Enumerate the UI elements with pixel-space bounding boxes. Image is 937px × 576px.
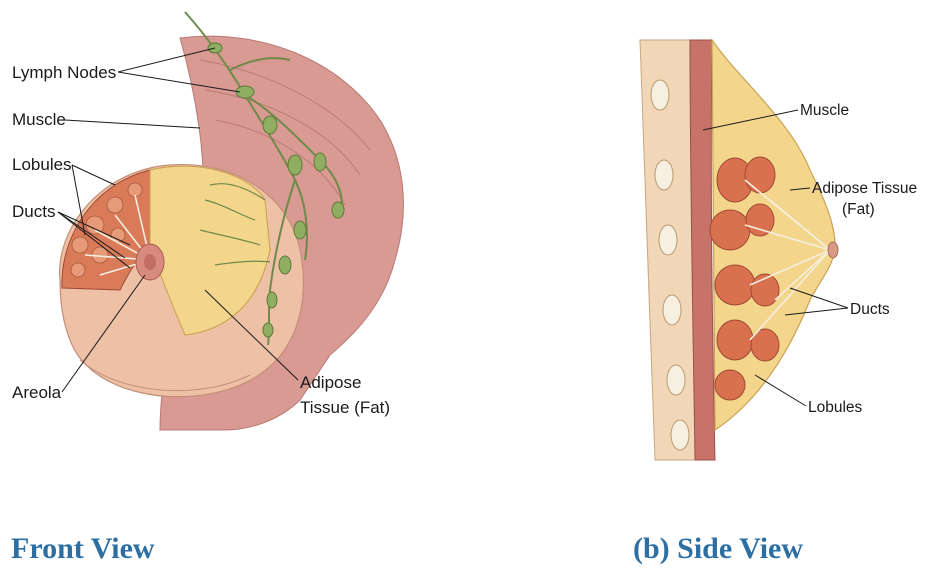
- side-muscle: [690, 40, 715, 460]
- front-label-lymph-nodes: Lymph Nodes: [12, 63, 116, 82]
- side-label-muscle: Muscle: [800, 102, 849, 119]
- front-label-ducts: Ducts: [12, 202, 55, 221]
- front-label-adipose-line2: Tissue (Fat): [300, 398, 390, 417]
- side-label-adipose-line2: (Fat): [842, 201, 875, 218]
- front-label-muscle: Muscle: [12, 110, 66, 129]
- side-label-adipose-line1: Adipose Tissue: [812, 180, 917, 197]
- front-label-lobules: Lobules: [12, 155, 72, 174]
- side-label-ducts: Ducts: [850, 301, 890, 318]
- front-view-caption: Front View: [11, 532, 155, 566]
- front-label-adipose-line1: Adipose: [300, 373, 361, 392]
- side-label-lobules: Lobules: [808, 399, 863, 416]
- side-view-caption: (b) Side View: [633, 532, 803, 566]
- front-label-areola: Areola: [12, 383, 62, 402]
